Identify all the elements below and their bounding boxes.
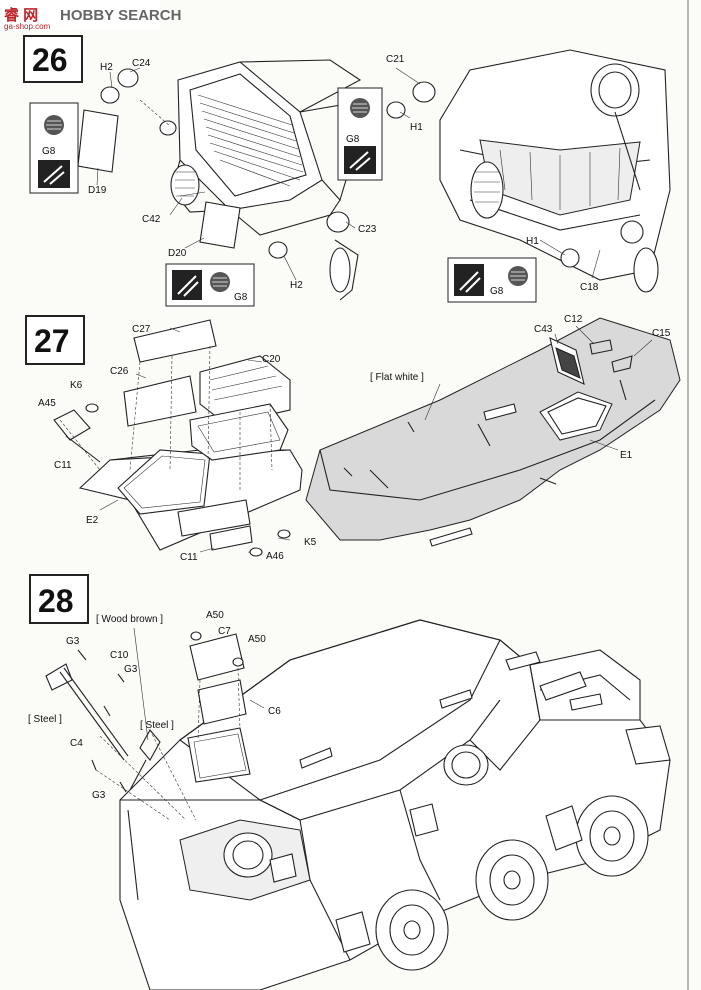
- vehicle-wheels: [375, 795, 649, 971]
- part-label: A46: [266, 551, 284, 562]
- part-label: D19: [88, 185, 107, 196]
- paint-note-steel-1: [ Steel ]: [28, 714, 62, 725]
- part-label: C27: [132, 324, 151, 335]
- part-label: G3: [92, 790, 106, 801]
- step-26: 26: [23, 35, 671, 307]
- part-label: C11: [54, 460, 72, 471]
- step-26-number: 26: [32, 42, 68, 78]
- step-27: 27: [25, 314, 681, 563]
- part-label: C4: [70, 738, 83, 749]
- watermark-brand-text: HOBBY SEARCH: [60, 7, 181, 24]
- step-26-front-assembly: H2 C24 G8 D19 C42 D20 H2 G8 C23: [29, 58, 377, 307]
- step-28-tools: [ Wood brown ] G3 C10 G3 [ Steel ] [ Ste…: [28, 614, 197, 821]
- part-label: A45: [38, 398, 56, 409]
- step-28-vehicle: [119, 619, 671, 990]
- part-label: A50: [206, 610, 224, 621]
- part-label: A50: [248, 634, 266, 645]
- step-26-box: [23, 35, 83, 83]
- part-label: H1: [526, 236, 539, 247]
- part-label: C43: [534, 324, 553, 335]
- part-label: E2: [86, 515, 99, 526]
- part-label: C23: [358, 224, 377, 235]
- step-28: 28: [28, 574, 671, 990]
- part-label: G8: [490, 286, 504, 297]
- part-label: G8: [234, 292, 248, 303]
- part-label: C20: [262, 354, 281, 365]
- step-27-number: 27: [34, 323, 70, 359]
- step-28-number: 28: [38, 583, 74, 619]
- part-label: K5: [304, 537, 317, 548]
- watermark: 睿 网 HOBBY SEARCH ga-shop.com: [0, 0, 181, 31]
- part-label: C21: [386, 54, 405, 65]
- part-label: H1: [410, 122, 423, 133]
- part-label: C26: [110, 366, 129, 377]
- part-label: G8: [42, 146, 56, 157]
- step-27-box: [25, 315, 85, 365]
- step-26-rear-assembly: C21 H1 G8 H1 C18 G8: [337, 49, 671, 303]
- part-label: C24: [132, 58, 151, 69]
- part-label: H2: [290, 280, 303, 291]
- part-label: K6: [70, 380, 83, 391]
- part-label: C11: [180, 552, 198, 563]
- part-label: C7: [218, 626, 231, 637]
- step-28-box: [29, 574, 89, 624]
- watermark-cn-text: 睿 网: [4, 6, 38, 24]
- part-label: C12: [564, 314, 583, 325]
- part-label: H2: [100, 62, 113, 73]
- step-27-interior-floor: [ Flat white ] C43 C12 C15 E1: [305, 314, 681, 547]
- step-27-hull-plate: C27 C20 C26 K6 A45 C11 E2 C11 A46 K5: [38, 319, 317, 563]
- part-label: E1: [620, 450, 633, 461]
- paint-note-flat-white: [ Flat white ]: [370, 372, 424, 383]
- paint-note-wood-brown: [ Wood brown ]: [96, 614, 163, 625]
- part-label: C15: [652, 328, 671, 339]
- part-label: C6: [268, 706, 281, 717]
- part-label: C42: [142, 214, 161, 225]
- part-label: G3: [124, 664, 138, 675]
- step-28-hatch-parts: A50 C7 A50 C6: [187, 610, 281, 783]
- watermark-url-text: ga-shop.com: [4, 22, 51, 31]
- part-label: C10: [110, 650, 129, 661]
- part-label: C18: [580, 282, 599, 293]
- part-label: G8: [346, 134, 360, 145]
- paint-note-steel-2: [ Steel ]: [140, 720, 174, 731]
- part-label: D20: [168, 248, 187, 259]
- part-label: G3: [66, 636, 80, 647]
